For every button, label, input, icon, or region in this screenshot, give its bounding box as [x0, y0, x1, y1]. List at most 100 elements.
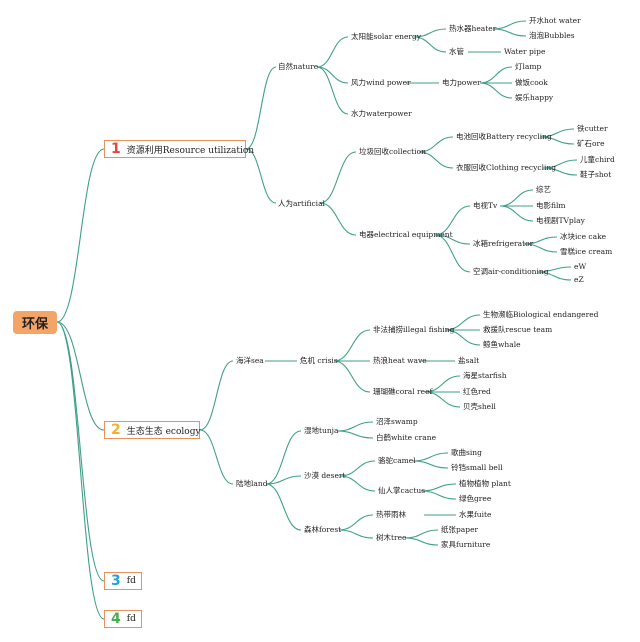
branch-number: 3	[111, 573, 121, 589]
node-fridge[interactable]: 冰箱refrigerator	[473, 239, 534, 248]
node-tvplay[interactable]: 电视剧TVplay	[536, 216, 585, 225]
node-endangered[interactable]: 生物濒临Biological endangered	[483, 310, 599, 319]
node-recycling[interactable]: 垃圾回收collection	[359, 147, 426, 156]
node-artificial[interactable]: 人为artificial	[278, 199, 325, 208]
node-red[interactable]: 红色red	[463, 387, 491, 396]
node-cook[interactable]: 做饭cook	[515, 78, 548, 87]
node-whale[interactable]: 鲸鱼whale	[483, 340, 521, 349]
node-battery[interactable]: 电池回收Battery recycling	[456, 132, 552, 141]
node-forest[interactable]: 森林forest	[304, 525, 342, 534]
node-tunja[interactable]: 湿地tunja	[304, 426, 339, 435]
node-nature[interactable]: 自然nature	[278, 62, 319, 71]
node-coral[interactable]: 珊瑚礁coral reef	[373, 387, 433, 396]
node-ore[interactable]: 矿石ore	[577, 139, 605, 148]
connector-forest	[338, 514, 374, 531]
node-shot[interactable]: 鞋子shot	[580, 170, 612, 179]
connector-tv	[499, 205, 534, 222]
branch-number: 4	[111, 611, 121, 627]
connector-b1	[245, 148, 277, 204]
connector-cactus	[420, 483, 457, 492]
node-rainforest[interactable]: 热带雨林	[376, 510, 406, 519]
node-lamp[interactable]: 灯lamp	[515, 62, 542, 71]
branch-resource-utilization[interactable]: 1 资源利用Resource utilization	[104, 140, 254, 158]
branch-fd-3[interactable]: 3 fd	[104, 572, 142, 590]
node-swamp[interactable]: 沼泽swamp	[376, 417, 418, 426]
node-fishing[interactable]: 非法捕捞illegal fishing	[373, 325, 455, 334]
node-fuite[interactable]: 水果fuite	[459, 510, 492, 519]
node-icecake[interactable]: 冰块ice cake	[560, 232, 607, 241]
connector-forest	[338, 529, 374, 539]
node-happy[interactable]: 娱乐happy	[515, 93, 554, 102]
connector-b2	[199, 360, 234, 431]
connector-nature	[316, 66, 349, 84]
node-zongyi[interactable]: 综艺	[536, 185, 551, 194]
node-bell[interactable]: 铃铛small bell	[451, 463, 503, 472]
node-clothing[interactable]: 衣服回收Clothing recycling	[456, 163, 557, 172]
node-paper[interactable]: 纸张paper	[441, 525, 479, 534]
node-heat[interactable]: 热浪heat wave	[373, 356, 427, 365]
node-desert[interactable]: 沙漠 desert	[304, 471, 346, 480]
node-starfish[interactable]: 海星starfish	[463, 371, 507, 380]
node-equipment[interactable]: 电器electrical equipment	[359, 230, 453, 239]
node-tv[interactable]: 电视Tv	[473, 201, 498, 210]
connector-camel	[412, 460, 449, 469]
connector-fridge	[523, 243, 558, 253]
node-cactus[interactable]: 仙人掌cactus	[378, 486, 426, 495]
node-ez[interactable]: eZ	[574, 275, 584, 284]
node-plant[interactable]: 植物植物 plant	[459, 479, 511, 488]
node-waterpower[interactable]: 水力waterpower	[351, 109, 412, 118]
connector-b2	[199, 429, 234, 485]
node-crane[interactable]: 白鹤white crane	[376, 433, 437, 442]
connector-artificial	[319, 151, 357, 204]
node-land[interactable]: 陆地land	[236, 479, 268, 488]
connector-recycling	[418, 151, 454, 169]
node-shell[interactable]: 贝壳shell	[463, 402, 496, 411]
connector-artificial	[319, 202, 357, 236]
node-ew[interactable]: eW	[574, 262, 587, 271]
branch-label: fd	[126, 614, 136, 624]
node-water-pipe[interactable]: Water pipe	[504, 47, 546, 56]
node-hot-water[interactable]: 开水hot water	[529, 16, 581, 25]
node-pipe[interactable]: 水管	[449, 47, 464, 56]
connector-land	[265, 430, 302, 485]
connector-desert	[339, 460, 376, 477]
node-rescue[interactable]: 救援队rescue team	[483, 325, 553, 334]
connector-electric	[479, 82, 513, 99]
connector-heater	[492, 28, 527, 37]
branch-fd-4[interactable]: 4 fd	[104, 610, 142, 628]
root-node[interactable]: 环保	[13, 311, 57, 334]
node-sing[interactable]: 歌曲sing	[451, 448, 482, 457]
node-cutter[interactable]: 铁cutter	[577, 124, 608, 133]
connector-cactus	[420, 490, 457, 500]
node-icecream[interactable]: 雪糕ice cream	[560, 247, 613, 256]
node-chird[interactable]: 儿童chird	[580, 155, 615, 164]
node-camel[interactable]: 骆驼camel	[378, 456, 416, 465]
connector-tunja	[336, 421, 374, 432]
node-bubbles[interactable]: 泡泡Bubbles	[529, 31, 575, 40]
node-sea[interactable]: 海洋sea	[236, 356, 264, 365]
node-solar[interactable]: 太阳能solar energy	[351, 32, 422, 41]
node-salt[interactable]: 盐salt	[458, 356, 480, 365]
node-film[interactable]: 电影film	[536, 201, 566, 210]
branch-ecology[interactable]: 2 生态生态 ecology	[104, 421, 201, 439]
node-gree[interactable]: 绿色gree	[459, 494, 492, 503]
connector-tunja	[336, 430, 374, 439]
node-electric[interactable]: 电力power	[442, 78, 481, 87]
node-aircon[interactable]: 空调air-conditioning	[473, 267, 549, 276]
node-furniture[interactable]: 家具furniture	[441, 540, 491, 549]
connector-coral	[424, 391, 461, 408]
connector-electric	[479, 66, 513, 84]
connector-nature	[316, 66, 349, 115]
connector-fishing	[444, 329, 481, 346]
connector-camel	[412, 452, 449, 462]
node-tree[interactable]: 树木tree	[376, 533, 407, 542]
connector-heater	[492, 20, 527, 30]
node-wind[interactable]: 风力wind power	[351, 78, 411, 87]
node-heater[interactable]: 热水器heater	[449, 24, 497, 33]
branch-label: fd	[126, 576, 136, 586]
branch-label: 生态生态 ecology	[126, 426, 201, 437]
node-crisis[interactable]: 危机 crisis	[300, 356, 338, 365]
connector-tv	[499, 189, 534, 207]
